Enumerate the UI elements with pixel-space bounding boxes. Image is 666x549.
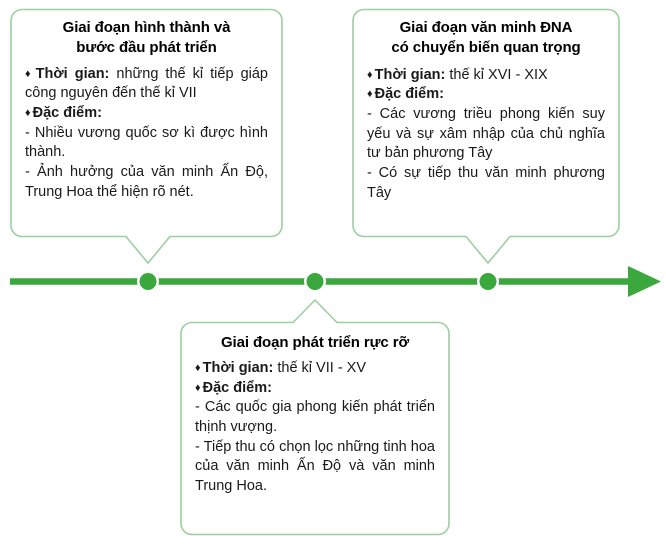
callout-phase-2-body: ♦Thời gian: thế kỉ VII - XV ♦Đặc điểm: -… [195, 359, 435, 497]
callout-phase-3-detail-1: - Các vương triều phong kiến suy yếu và … [367, 106, 605, 162]
callout-phase-2-bullet-time: ♦Thời gian: thế kỉ VII - XV [195, 359, 435, 379]
callout-phase-2-time-label: Thời gian: [202, 359, 274, 376]
timeline-node-dot-1 [137, 270, 159, 293]
callout-phase-2-title-line-1: Giai đoạn phát triển rực rỡ [220, 334, 410, 351]
callout-phase-1-title-line-2: bước đầu phát triển [76, 38, 217, 56]
callout-phase-1-title-line-1: Giai đoạn hình thành và [62, 19, 231, 36]
timeline-node-dot-3 [477, 270, 499, 293]
callout-phase-3-features-label: Đặc điểm: [374, 86, 444, 103]
callout-phase-2-detail-1: - Các quốc gia phong kiến phát triển thị… [195, 399, 435, 435]
callout-phase-3-time-value: thế kỉ XVI - XIX [445, 66, 548, 83]
diamond-bullet-icon: ♦ [195, 381, 201, 394]
timeline-node-dot-3-core [479, 273, 497, 290]
callout-phase-3-title-line-1: Giai đoạn văn minh ĐNA [399, 19, 573, 36]
timeline-node-dot-2 [304, 270, 326, 293]
callout-phase-3-detail-2: - Có sự tiếp thu văn minh phương Tây [367, 165, 605, 201]
callout-phase-2-time-value: thế kỉ VII - XV [273, 359, 367, 376]
callout-phase-3-body: ♦Thời gian: thế kỉ XVI - XIX ♦Đặc điểm: … [367, 66, 605, 204]
callout-phase-2: Giai đoạn phát triển rực rỡ ♦Thời gian: … [181, 322, 449, 535]
diamond-bullet-icon: ♦ [367, 68, 373, 81]
callout-phase-1: Giai đoạn hình thành và bước đầu phát tr… [11, 9, 282, 237]
diamond-bullet-icon: ♦ [25, 67, 34, 80]
callout-phase-3-title: Giai đoạn văn minh ĐNA có chuyển biến qu… [367, 18, 605, 58]
diamond-bullet-icon: ♦ [195, 361, 201, 374]
callout-phase-1-detail-2: - Ảnh hưởng của văn minh Ấn Độ, Trung Ho… [25, 164, 268, 200]
callout-phase-1-detail-1: - Nhiều vương quốc sơ kì được hình thành… [25, 124, 268, 161]
callout-phase-2-features-label: Đặc điểm: [202, 379, 272, 396]
callout-phase-1-time-value: những thế kỉ tiếp giáp công nguyên đến t… [25, 65, 268, 102]
callout-phase-3-time-label: Thời gian: [374, 66, 446, 83]
timeline-node-dot-2-core [306, 273, 324, 290]
callout-phase-1-bullet-features: ♦Đặc điểm: [25, 104, 268, 124]
timeline-node-dot-1-core [139, 273, 157, 290]
callout-phase-1-features-label: Đặc điểm: [32, 105, 102, 122]
callout-phase-2-title: Giai đoạn phát triển rực rỡ [195, 333, 435, 353]
callout-phase-1-body: ♦Thời gian: những thế kỉ tiếp giáp công … [25, 65, 268, 203]
callout-phase-1-time-label: Thời gian: [35, 65, 110, 82]
callout-phase-1-title: Giai đoạn hình thành và bước đầu phát tr… [25, 18, 268, 58]
callout-phase-2-bullet-features: ♦Đặc điểm: [195, 379, 435, 399]
diamond-bullet-icon: ♦ [367, 88, 373, 101]
callout-phase-2-detail-2: - Tiếp thu có chọn lọc những tinh hoa củ… [195, 438, 435, 495]
callout-phase-1-bullet-time: ♦Thời gian: những thế kỉ tiếp giáp công … [25, 65, 268, 104]
callout-phase-3-title-line-2: có chuyển biến quan trọng [391, 38, 581, 56]
callout-phase-3: Giai đoạn văn minh ĐNA có chuyển biến qu… [353, 9, 619, 237]
callout-phase-3-bullet-time: ♦Thời gian: thế kỉ XVI - XIX [367, 66, 605, 86]
callout-phase-3-bullet-features: ♦Đặc điểm: [367, 85, 605, 105]
diamond-bullet-icon: ♦ [25, 107, 31, 120]
timeline-arrowhead-icon [628, 266, 661, 297]
